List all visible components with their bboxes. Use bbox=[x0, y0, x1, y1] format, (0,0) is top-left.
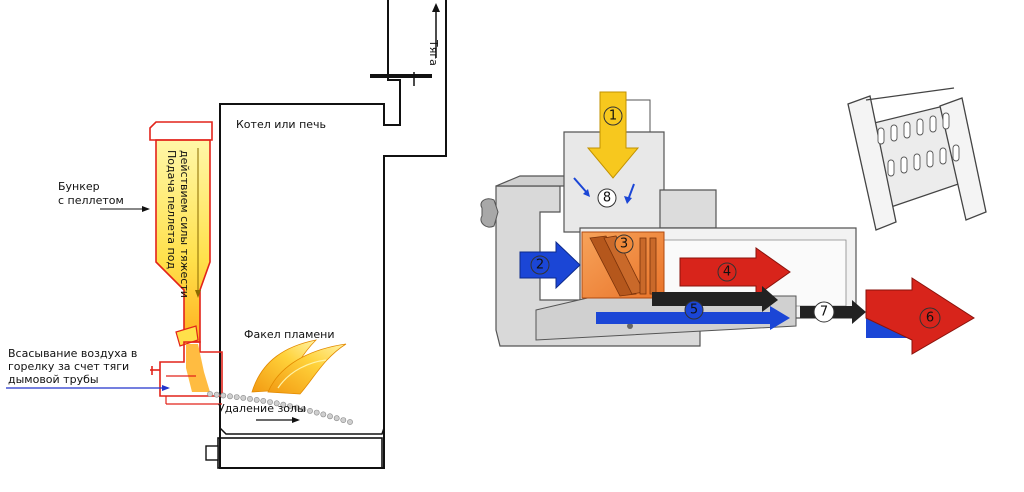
air-label-line3: дымовой трубы bbox=[8, 373, 99, 386]
ash-particle bbox=[313, 409, 320, 416]
grate-slot bbox=[929, 115, 937, 133]
grate-slot bbox=[903, 121, 911, 139]
ash-particle bbox=[227, 393, 233, 400]
left-diagram: Тяга Котел или печь Подача пеллета под д… bbox=[6, 0, 447, 469]
svg-text:1: 1 bbox=[609, 109, 617, 124]
ash-particle bbox=[287, 403, 293, 409]
grate-slot bbox=[913, 153, 921, 171]
hopper-label-line2: с пеллетом bbox=[58, 194, 124, 207]
ash-drawer bbox=[217, 437, 383, 469]
grate-basket bbox=[847, 87, 987, 231]
ash-arrow-head bbox=[292, 417, 300, 423]
draft-arrow-head bbox=[432, 3, 440, 12]
ash-particle bbox=[253, 396, 260, 403]
ash-particle bbox=[327, 413, 333, 420]
feed-label-line1: Подача пеллета под bbox=[165, 150, 178, 269]
hopper-feed-arrow-head bbox=[195, 290, 201, 298]
burner-fuel bbox=[186, 344, 210, 392]
ash-particle bbox=[233, 394, 240, 400]
grate-slot bbox=[887, 159, 895, 177]
ash-particle bbox=[293, 404, 300, 411]
flame bbox=[251, 339, 347, 395]
grate-slot bbox=[942, 112, 950, 130]
flame-label: Факел пламени bbox=[244, 328, 335, 341]
hopper-pointer-head bbox=[142, 206, 150, 212]
draft-label: Тяга bbox=[427, 39, 440, 66]
air-intake-head bbox=[162, 385, 170, 391]
ash-particle bbox=[347, 419, 353, 425]
grate-slots bbox=[877, 112, 960, 177]
ash-particle bbox=[273, 400, 280, 407]
marker-7: 7 bbox=[813, 301, 835, 323]
right-diagram: 1 2 3 4 5 6 7 8 bbox=[480, 87, 987, 355]
grate-bars bbox=[589, 235, 657, 297]
ash-particle bbox=[267, 399, 273, 405]
grate-slot bbox=[890, 124, 898, 142]
air-label-line1: Всасывание воздуха в bbox=[8, 347, 137, 360]
ash-particle bbox=[307, 407, 313, 414]
ash-particle bbox=[333, 415, 340, 422]
ash-drawer-handle bbox=[205, 445, 219, 461]
ash-particle bbox=[340, 417, 347, 423]
burner-knob bbox=[480, 198, 499, 228]
air-label-line2: горелку за счет тяги bbox=[8, 360, 129, 373]
tube-screw bbox=[627, 323, 633, 329]
marker-5: 5 bbox=[684, 300, 704, 320]
grate-slot bbox=[877, 127, 885, 145]
svg-text:2: 2 bbox=[536, 258, 544, 273]
arrow-2-primary-air bbox=[519, 240, 581, 290]
arrow-8-right-head bbox=[624, 196, 632, 204]
ash-particle bbox=[247, 395, 253, 402]
grate-slot bbox=[926, 150, 934, 168]
marker-3: 3 bbox=[614, 234, 634, 254]
boiler-outline bbox=[219, 0, 447, 469]
ash-particle bbox=[220, 392, 227, 399]
svg-text:8: 8 bbox=[603, 191, 611, 206]
svg-text:6: 6 bbox=[926, 311, 934, 326]
burner-housing-right bbox=[659, 189, 717, 229]
arrow-1-fuel bbox=[586, 91, 640, 179]
svg-text:3: 3 bbox=[620, 237, 628, 252]
ash-particle bbox=[207, 391, 213, 397]
feed-tube bbox=[175, 325, 199, 347]
hopper-label-line1: Бункер bbox=[58, 180, 100, 193]
grate-slot bbox=[916, 118, 924, 136]
marker-4: 4 bbox=[717, 262, 737, 282]
marker-6: 6 bbox=[919, 307, 941, 329]
ash-particle bbox=[280, 401, 287, 408]
ash-particle bbox=[320, 411, 327, 418]
ash-particle bbox=[300, 406, 307, 413]
ash-particle bbox=[240, 394, 247, 401]
grate-slot bbox=[900, 156, 908, 174]
arrow-8-left-head bbox=[583, 189, 590, 197]
svg-text:4: 4 bbox=[723, 265, 731, 280]
arrow-black-upper bbox=[652, 286, 778, 312]
ash-particle bbox=[213, 391, 220, 398]
ash-particle bbox=[260, 397, 267, 404]
ash-tray-top bbox=[219, 427, 385, 435]
ash-path bbox=[207, 391, 353, 425]
boiler-label: Котел или печь bbox=[236, 118, 326, 131]
svg-text:5: 5 bbox=[690, 303, 698, 318]
grate-slot bbox=[952, 144, 960, 162]
marker-8: 8 bbox=[597, 188, 617, 208]
marker-1: 1 bbox=[603, 106, 623, 126]
svg-text:7: 7 bbox=[820, 305, 828, 320]
hopper-lid bbox=[149, 121, 213, 141]
grate-slot bbox=[939, 147, 947, 165]
feed-label-line2: действием силы тяжести bbox=[178, 150, 191, 298]
ash-label: Удаление золы bbox=[218, 402, 306, 415]
marker-2: 2 bbox=[530, 255, 550, 275]
